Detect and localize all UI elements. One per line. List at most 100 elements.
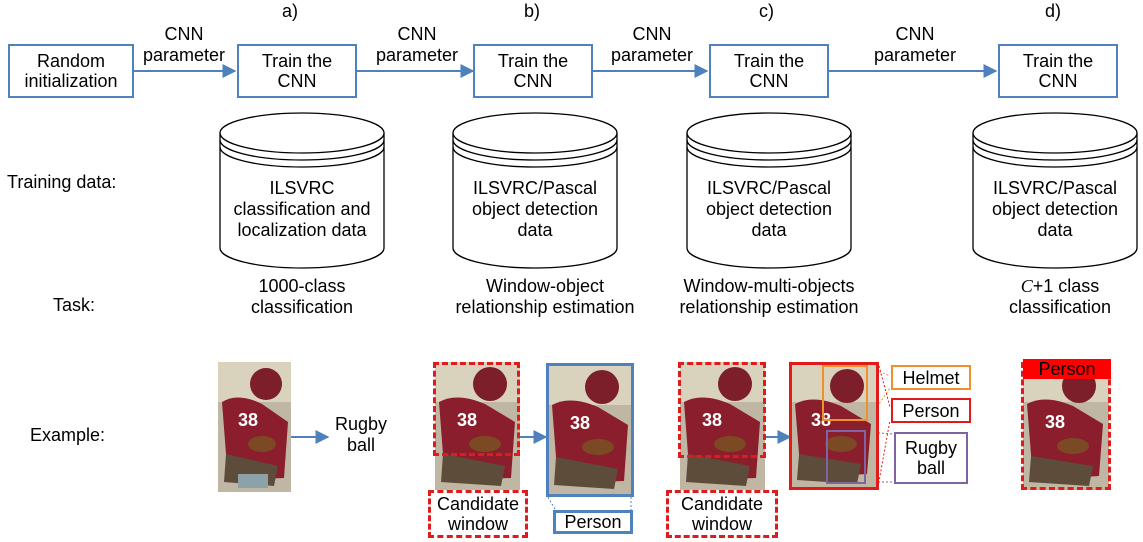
- connector-person: [877, 361, 891, 408]
- task-line1: C+1 class: [1021, 276, 1100, 296]
- edge-label-line1: CNN: [397, 24, 437, 44]
- row-label-task: Task:: [53, 295, 96, 315]
- training-data-line1: ILSVRC/Pascal: [472, 178, 598, 198]
- edge-label-line2: parameter: [873, 45, 957, 65]
- edge-label-2: CNN parameter: [368, 24, 466, 66]
- candidate-window-label-c: Candidate window: [666, 490, 778, 538]
- training-data-c: ILSVRC/Pascal object detection data: [687, 178, 851, 241]
- stage-letter-b: b): [524, 1, 541, 21]
- training-data-line2: object detection: [991, 199, 1119, 219]
- candidate-window-box-b: [433, 362, 520, 456]
- candidate-label-text: Candidate window: [437, 494, 519, 534]
- task-line2: relationship estimation: [679, 297, 859, 317]
- stage-letter-a: a): [282, 1, 299, 21]
- edge-label-line1: CNN: [632, 24, 672, 44]
- training-data-line1: ILSVRC/Pascal: [706, 178, 832, 198]
- svg-text:38: 38: [811, 410, 831, 430]
- train-cnn-label: Train the CNN: [497, 51, 569, 91]
- database-cylinder-b: [452, 112, 618, 269]
- svg-text:38: 38: [457, 410, 477, 430]
- task-line1: Window-object: [485, 276, 605, 296]
- candidate-window-label-b: Candidate window: [428, 490, 528, 538]
- train-cnn-box-c: Train the CNN: [709, 44, 829, 98]
- object-box-person-b: [546, 363, 634, 497]
- candidate-line2: window: [447, 514, 508, 534]
- database-cylinder-a: [219, 112, 385, 269]
- train-cnn-label: Train the CNN: [1022, 51, 1094, 91]
- train-cnn-label: Train the CNN: [261, 51, 333, 91]
- player-image: 38: [680, 362, 765, 492]
- svg-text:38: 38: [238, 410, 258, 430]
- database-cylinder-d: [972, 112, 1138, 269]
- player-image: 38: [218, 362, 291, 492]
- example-photo-b2: 38: [548, 365, 632, 495]
- database-cylinder-c: [686, 112, 852, 269]
- stage-letter-c: c): [759, 1, 774, 21]
- task-line2: classification: [1008, 297, 1112, 317]
- task-line1: Window-multi-objects: [683, 276, 855, 296]
- rugby-ball-label-c: Rugby ball: [894, 432, 968, 484]
- example-a-output-line2: ball: [346, 435, 376, 455]
- task-d: C+1 class classification: [990, 276, 1130, 318]
- helmet-label-c: Helmet: [891, 365, 971, 390]
- task-line1: 1000-class: [258, 276, 346, 296]
- person-label-b: Person: [553, 510, 633, 534]
- random-init-box: Random initialization: [8, 44, 134, 98]
- candidate-line1: Candidate: [680, 494, 764, 514]
- edge-label-line1: CNN: [164, 24, 204, 44]
- connector-b-person: [547, 496, 557, 512]
- task-b: Window-object relationship estimation: [440, 276, 650, 318]
- object-box-person-c: [789, 362, 879, 490]
- person-label-c: Person: [891, 398, 971, 423]
- object-box-helmet-c: [822, 365, 868, 421]
- train-cnn-box-b: Train the CNN: [473, 44, 593, 98]
- object-box-rugby-c: [826, 430, 866, 484]
- task-line1-rest: +1 class: [1032, 276, 1100, 296]
- training-data-line2: classification and: [233, 199, 371, 219]
- edge-label-line2: parameter: [610, 45, 694, 65]
- training-data-d: ILSVRC/Pascal object detection data: [973, 178, 1137, 241]
- train-cnn-box-a: Train the CNN: [237, 44, 357, 98]
- task-c: Window-multi-objects relationship estima…: [664, 276, 874, 318]
- training-data-line3: data: [517, 220, 553, 240]
- example-photo-c1: 38: [680, 362, 765, 492]
- player-image: 38: [548, 365, 632, 495]
- training-data-line1: ILSVRC: [269, 178, 335, 198]
- row-label-example: Example:: [30, 425, 106, 445]
- training-data-b: ILSVRC/Pascal object detection data: [453, 178, 617, 241]
- connector-person-2: [877, 419, 891, 488]
- person-label-d: Person: [1023, 359, 1111, 379]
- training-data-line3: localization data: [237, 220, 367, 240]
- candidate-line1: Candidate: [436, 494, 520, 514]
- edge-label-line1: CNN: [895, 24, 935, 44]
- edge-label-4: CNN parameter: [866, 24, 964, 66]
- example-a-output: Rugby ball: [331, 414, 391, 456]
- stage-letter-d: d): [1045, 1, 1062, 21]
- edge-label-1: CNN parameter: [135, 24, 233, 66]
- training-data-a: ILSVRC classification and localization d…: [220, 178, 384, 241]
- training-data-line1: ILSVRC/Pascal: [992, 178, 1118, 198]
- candidate-line2: window: [691, 514, 752, 534]
- task-a: 1000-class classification: [222, 276, 382, 318]
- candidate-window-box-c: [678, 362, 766, 458]
- row-label-training-data: Training data:: [7, 172, 117, 192]
- svg-text:38: 38: [1045, 412, 1065, 432]
- task-line2: classification: [250, 297, 354, 317]
- svg-text:38: 38: [570, 413, 590, 433]
- candidate-label-text: Candidate window: [681, 494, 763, 534]
- training-data-line3: data: [751, 220, 787, 240]
- training-data-line3: data: [1037, 220, 1073, 240]
- player-image: 38: [435, 362, 520, 492]
- detection-box-d: [1021, 362, 1111, 490]
- example-a-output-line1: Rugby: [334, 414, 388, 434]
- example-photo-a: 38: [218, 362, 291, 492]
- edge-label-line2: parameter: [375, 45, 459, 65]
- task-c-variable: C: [1020, 276, 1033, 296]
- random-init-label: Random initialization: [24, 51, 118, 91]
- training-data-line2: object detection: [705, 199, 833, 219]
- training-data-line2: object detection: [471, 199, 599, 219]
- rugby-ball-text: Rugby ball: [904, 438, 958, 478]
- train-cnn-box-d: Train the CNN: [998, 44, 1118, 98]
